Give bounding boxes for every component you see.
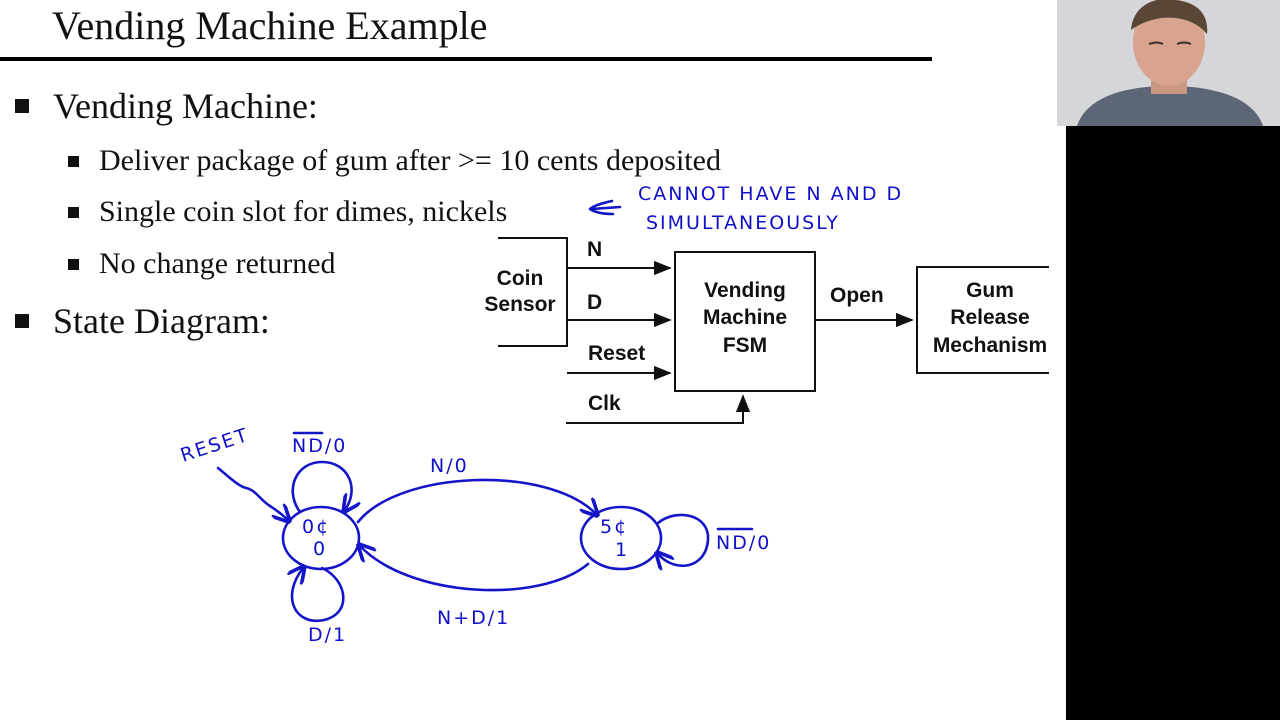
clk-signal-label: Clk [588,392,621,415]
gum-label-3: Mechanism [933,334,1047,357]
state-0-circle [281,505,361,571]
slide: Vending Machine Example Vending Machine:… [0,3,932,341]
block-diagram: Coin Sensor Vending Machine FSM Gum Rele… [484,237,1049,424]
coin-sensor-label-2: Sensor [484,293,555,316]
state-5-output: 1 [615,539,629,561]
gum-label-1: Gum [966,279,1014,302]
diagram-canvas: Coin Sensor Vending Machine FSM Gum Rele… [178,183,1049,646]
state-diagram: RESET 0¢ 0 5¢ 1 ND/0 D/1 N/0 N+D/1 ND/0 [178,424,771,646]
sub-bullet-coin-slot: Single coin slot for dimes, nickels [68,195,507,229]
bullet-square-icon [68,258,79,270]
clk-signal-arrow [566,394,751,424]
state-0-name: 0¢ [302,516,330,538]
self-loop-0-bottom-label: D/1 [308,624,347,646]
state-5-circle [579,505,663,571]
self-loop-5 [658,513,710,566]
transition-0-to-5-label: N/0 [430,455,469,477]
state-0-output: 0 [313,538,327,560]
slide-title: Vending Machine Example [52,3,488,48]
self-loop-0-top-label: ND/0 [292,435,347,457]
self-loop-5-label: ND/0 [716,532,771,554]
note-arrow [588,199,622,216]
transition-5-to-0-label: N+D/1 [437,607,510,629]
self-loop-0-bottom [292,568,345,623]
bullet-text: Deliver package of gum after >= 10 cents… [99,144,721,177]
reset-signal-label: Reset [588,342,645,365]
fsm-label-1: Vending [704,279,786,302]
bullet-text: No change returned [99,247,336,280]
handwritten-note: CANNOT HAVE N AND D SIMULTANEOUSLY [588,183,903,234]
reset-label: RESET [178,424,252,467]
bullet-square-icon [68,206,79,218]
gum-release-box [916,266,1049,374]
bullet-state-diagram: State Diagram: [15,301,270,341]
bullet-square-icon [15,314,29,328]
transition-0-to-5 [356,478,596,524]
fsm-box [674,251,816,392]
bullet-square-icon [68,155,79,167]
reset-arrow [216,466,288,520]
coin-sensor-box [498,237,568,347]
bullet-text: State Diagram: [53,301,270,341]
note-line-2: SIMULTANEOUSLY [646,212,840,234]
bullet-vending-machine: Vending Machine: [15,86,318,126]
bullet-square-icon [15,99,29,113]
presenter-image [1057,0,1280,126]
fsm-label-3: FSM [723,334,767,357]
d-signal-label: D [587,291,602,314]
transition-5-to-0 [360,546,590,592]
bullet-text: Vending Machine: [53,86,318,126]
self-loop-0-top [291,460,352,512]
sub-bullet-no-change: No change returned [68,247,336,281]
coin-sensor-label-1: Coin [497,267,544,290]
note-line-1: CANNOT HAVE N AND D [638,183,903,205]
bullet-text: Single coin slot for dimes, nickels [99,195,508,228]
fsm-label-2: Machine [703,306,787,329]
gum-label-2: Release [950,306,1029,329]
open-signal-label: Open [830,284,884,307]
sub-bullet-deliver: Deliver package of gum after >= 10 cents… [68,144,721,178]
title-rule [0,57,932,61]
n-signal-label: N [587,238,602,261]
state-5-name: 5¢ [600,516,628,538]
presenter-webcam [1057,0,1280,126]
